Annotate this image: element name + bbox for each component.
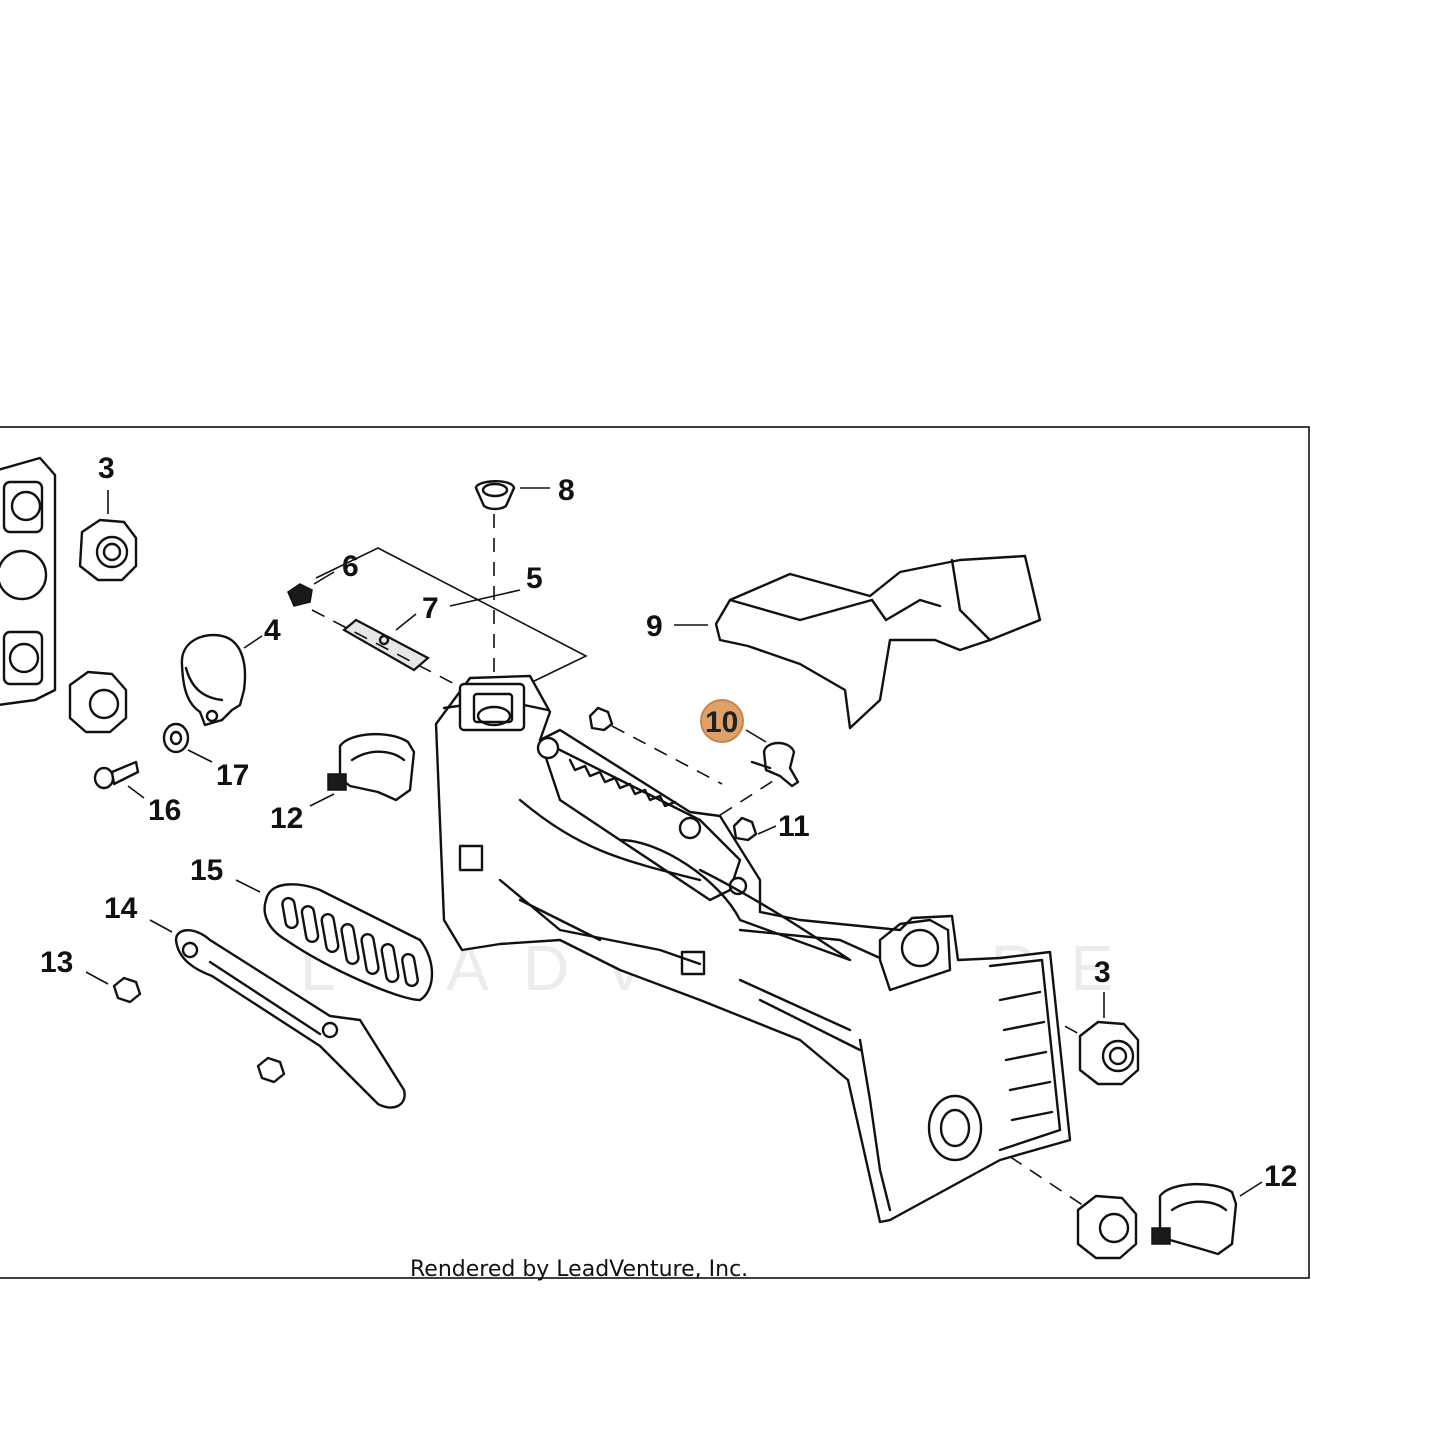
nut-left-middle [68,670,128,734]
side-plate-left [0,456,57,706]
housing-part-5 [434,674,1072,1224]
plate-part-7 [342,618,430,672]
callout-label-5[interactable]: 5 [526,562,543,595]
callout-label-3-top[interactable]: 3 [98,452,115,485]
callout-label-12-right[interactable]: 12 [1264,1160,1297,1193]
callout-label-16[interactable]: 16 [148,794,181,827]
callout-label-4[interactable]: 4 [264,614,281,647]
callout-label-13[interactable]: 13 [40,946,73,979]
callout-label-11[interactable]: 11 [778,810,810,843]
callout-label-17[interactable]: 17 [216,759,249,792]
credit-text: Rendered by LeadVenture, Inc. [410,1257,748,1282]
nut-part-3-right [1078,1020,1140,1086]
clip-part-10 [750,741,800,788]
clamp-part-12-left [327,732,416,802]
diagram-frame [0,426,1310,1279]
clamp-part-4 [180,633,247,727]
slotted-plate-part-15 [263,883,434,1002]
nut-part-11 [588,706,758,842]
callout-label-15[interactable]: 15 [190,854,223,887]
nut-right-bottom [1076,1194,1138,1260]
block-part-6 [287,583,313,607]
screw-part-16 [93,760,140,790]
callout-label-8[interactable]: 8 [558,474,575,507]
nut-part-3-top [78,518,138,582]
callout-label-12-left[interactable]: 12 [270,802,303,835]
callout-label-7[interactable]: 7 [422,592,439,625]
callout-label-9[interactable]: 9 [646,610,663,643]
clamp-part-12-right [1151,1182,1238,1256]
callout-label-3-right[interactable]: 3 [1094,956,1111,989]
callout-label-14[interactable]: 14 [104,892,138,925]
grommet-part-8 [474,480,516,511]
callout-label-6[interactable]: 6 [342,550,359,583]
callout-label-10[interactable]: 10 [705,706,738,739]
nut-part-13 [112,976,286,1084]
washer-part-17 [162,722,190,754]
lever-part-14 [174,929,406,1109]
highlight-badge-10[interactable] [700,699,744,743]
cover-part-9 [714,554,1042,730]
